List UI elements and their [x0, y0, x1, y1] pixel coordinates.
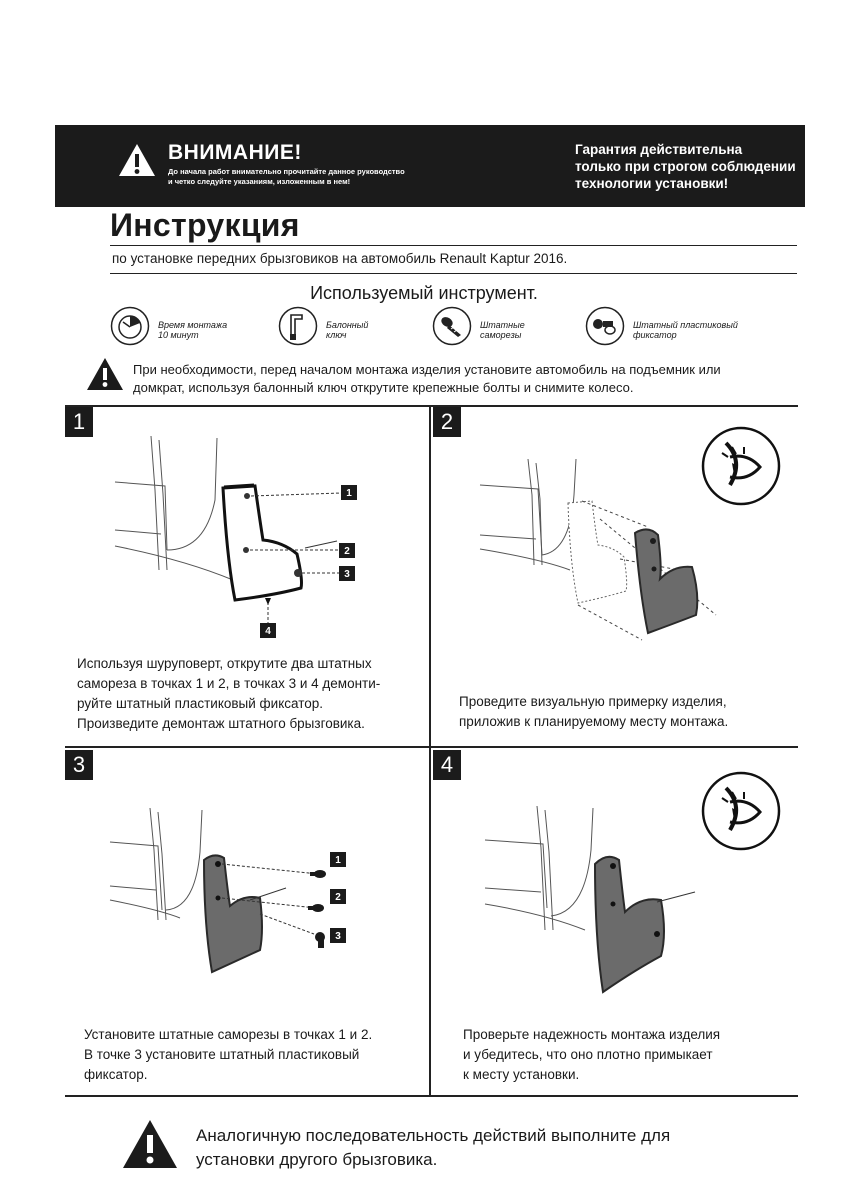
callout-label: 1	[335, 855, 341, 866]
tool-label-line: фиксатор	[633, 330, 677, 340]
footer-notice: Аналогичную последовательность действий …	[196, 1124, 756, 1172]
callout-2	[339, 543, 355, 558]
step-3-text: Установите штатные саморезы в точках 1 и…	[84, 1025, 372, 1085]
step-text-line: Произведите демонтаж штатного брызговика…	[77, 716, 365, 731]
grid-divider	[65, 746, 798, 748]
tool-label-line: Балонный	[326, 320, 369, 330]
step-text-line: приложив к планируемому месту монтажа.	[459, 714, 729, 729]
notice-line: домкрат, используя балонный ключ открути…	[133, 380, 634, 395]
step-number: 1	[65, 407, 93, 437]
callout-1	[330, 852, 346, 867]
eye-inspect-icon	[701, 426, 781, 506]
callout-4	[260, 623, 276, 638]
footer-line: Аналогичную последовательность действий …	[196, 1126, 671, 1145]
step-text-line: фиксатор.	[84, 1067, 148, 1082]
grid-divider	[65, 1095, 798, 1097]
callout-label: 2	[335, 892, 341, 903]
callout-label: 3	[344, 569, 350, 580]
tool-label-line: саморезы	[480, 330, 522, 340]
guarantee-note: Гарантия действительна только при строго…	[575, 141, 796, 192]
step-text-line: Используя шуруповерт, открутите два штат…	[77, 656, 372, 671]
step-text-line: к месту установки.	[463, 1067, 580, 1082]
grid-divider	[429, 405, 431, 1095]
step-text-line: руйте штатный пластиковый фиксатор.	[77, 696, 324, 711]
step-2-illustration	[479, 458, 717, 641]
footer-line: установки другого брызговика.	[196, 1150, 438, 1169]
tools-heading: Используемый инструмент.	[310, 283, 538, 303]
page-subtitle: по установке передних брызговиков на авт…	[112, 251, 568, 266]
divider	[110, 273, 797, 274]
screw-icon	[432, 306, 472, 346]
callout-3	[330, 928, 346, 943]
step-text-line: Установите штатные саморезы в точках 1 и…	[84, 1027, 373, 1042]
tool-label-line: Время монтажа	[158, 320, 228, 330]
tool-label: Балонный ключ	[326, 320, 368, 340]
step-2-text: Проведите визуальную примерку изделия, п…	[459, 692, 728, 732]
callout-label: 2	[344, 546, 350, 557]
warning-icon	[87, 358, 123, 390]
callout-1	[341, 485, 357, 500]
step-text-line: самореза в точках 1 и 2, в точках 3 и 4 …	[77, 676, 381, 691]
clock-icon	[110, 306, 150, 346]
divider	[110, 245, 797, 246]
page-title: Инструкция	[110, 207, 300, 243]
warning-title: ВНИМАНИЕ!	[168, 141, 302, 164]
preparation-notice: При необходимости, перед началом монтажа…	[133, 361, 733, 397]
step-1-text: Используя шуруповерт, открутите два штат…	[77, 654, 380, 734]
step-number: 2	[433, 407, 461, 437]
tool-label: Время монтажа 10 минут	[158, 320, 227, 340]
callout-label: 4	[265, 626, 271, 637]
step-text-line: Проведите визуальную примерку изделия,	[459, 694, 727, 709]
warning-banner: ВНИМАНИЕ! До начала работ внимательно пр…	[55, 125, 805, 207]
step-number: 4	[433, 750, 461, 780]
step-text-line: и убедитесь, что оно плотно примыкает	[463, 1047, 713, 1062]
clip-icon	[585, 306, 625, 346]
step-text-line: Проверьте надежность монтажа изделия	[463, 1027, 721, 1042]
warning-icon	[119, 144, 155, 176]
step-3-illustration: 1 2 3	[109, 807, 346, 974]
tool-label-line: Штатный пластиковый	[633, 320, 738, 330]
step-text-line: В точке 3 установите штатный пластиковый	[84, 1047, 360, 1062]
warning-icon	[123, 1120, 177, 1168]
tool-label-line: ключ	[326, 330, 347, 340]
step-1-illustration: 1 2 3 4	[114, 435, 357, 638]
wrench-icon	[278, 306, 318, 346]
guarantee-line: Гарантия действительна	[575, 142, 743, 157]
tool-label-line: Штатные	[480, 320, 525, 330]
tool-label: Штатный пластиковый фиксатор	[633, 320, 738, 340]
step-number: 3	[65, 750, 93, 780]
tool-label-line: 10 минут	[158, 330, 199, 340]
callout-label: 1	[346, 488, 352, 499]
callout-label: 3	[335, 931, 341, 942]
guarantee-line: только при строгом соблюдении	[575, 159, 796, 174]
guarantee-line: технологии установки!	[575, 176, 729, 191]
warning-subtitle: До начала работ внимательно прочитайте д…	[168, 167, 405, 186]
callout-3	[339, 566, 355, 581]
tool-label: Штатные саморезы	[480, 320, 525, 340]
eye-inspect-icon	[701, 771, 781, 851]
notice-line: При необходимости, перед началом монтажа…	[133, 362, 721, 377]
grid-divider	[65, 405, 798, 407]
callout-2	[330, 889, 346, 904]
step-4-text: Проверьте надежность монтажа изделия и у…	[463, 1025, 720, 1085]
step-4-illustration	[484, 805, 696, 994]
